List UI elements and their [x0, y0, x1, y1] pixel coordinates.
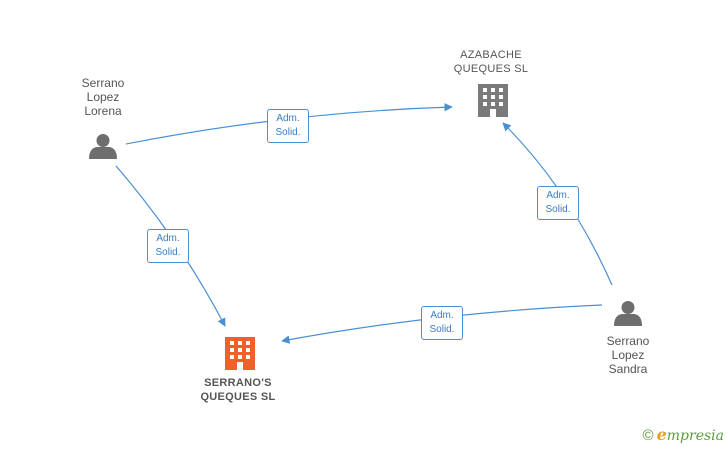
brand-logo-initial: e: [656, 425, 667, 444]
edge-label-role: Adm. Solid.: [537, 186, 579, 220]
edge-label-role: Adm. Solid.: [267, 109, 309, 143]
company-name-serranos[interactable]: SERRANO'S QUEQUES SL: [200, 377, 276, 403]
brand-logo-text: mpresia: [666, 428, 724, 444]
edge-label-line1: Adm.: [430, 310, 454, 321]
brand-footer: ©empresia: [643, 425, 724, 444]
person-name-lorena[interactable]: Serrano Lopez Lorena: [81, 76, 125, 118]
building-icon[interactable]: [478, 84, 508, 117]
edge-label-line2: Solid.: [429, 324, 455, 335]
edge-label-role: Adm. Solid.: [421, 306, 463, 340]
copyright-symbol: ©: [642, 427, 654, 444]
edge-label-line1: Adm.: [156, 233, 180, 244]
edge-label-role: Adm. Solid.: [147, 229, 189, 263]
company-name-azabache[interactable]: AZABACHE QUEQUES SL: [453, 49, 529, 75]
edge-label-line1: Adm.: [546, 190, 570, 201]
person-icon[interactable]: [614, 301, 642, 326]
edge-label-line2: Solid.: [275, 127, 301, 138]
person-icon[interactable]: [89, 134, 117, 159]
edge-label-line2: Solid.: [545, 204, 571, 215]
edge-label-line2: Solid.: [155, 247, 181, 258]
edge-label-line1: Adm.: [276, 113, 300, 124]
building-icon-primary[interactable]: [225, 337, 255, 370]
person-name-sandra[interactable]: Serrano Lopez Sandra: [606, 334, 650, 376]
